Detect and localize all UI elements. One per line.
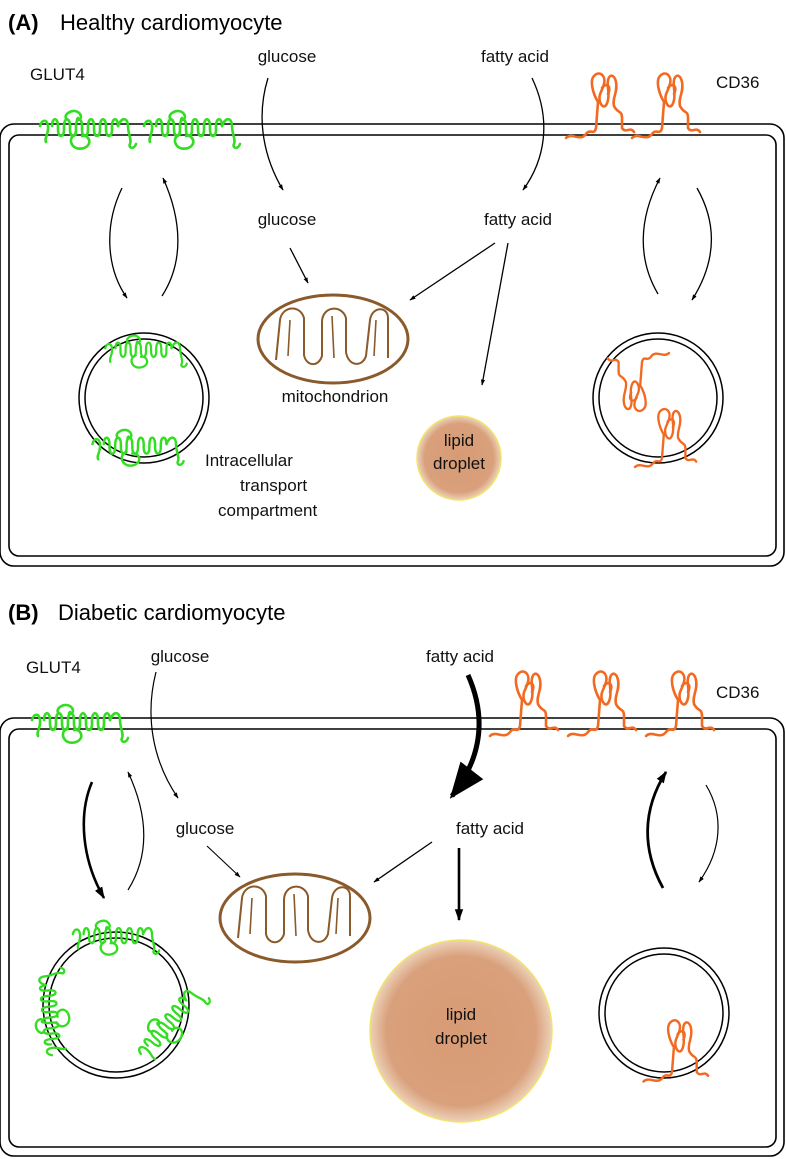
glut4-transporters-vesicle	[91, 334, 188, 467]
glut4-vesicle-b	[42, 931, 190, 1079]
panel-a: (A) Healthy cardiomyocyte GLUT4 CD36 glu…	[0, 10, 785, 567]
panel-b-title: Diabetic cardiomyocyte	[58, 600, 285, 625]
cell-membrane-inner-b	[8, 728, 777, 1148]
glut4-transporters-vesicle-b	[29, 919, 214, 1069]
glut4-recycling-arrows-b	[82, 771, 145, 900]
uptake-arrows-b	[150, 671, 484, 922]
cell-membrane-outer-b	[0, 717, 785, 1157]
glucose-outside-label: glucose	[258, 47, 317, 66]
cd36-label: CD36	[716, 73, 759, 92]
glucose-outside-label-b: glucose	[151, 647, 210, 666]
lipid-droplet-label-line2: droplet	[433, 454, 485, 473]
glut4-label: GLUT4	[30, 65, 85, 84]
lipid-droplet	[416, 415, 502, 501]
mitochondrion-b	[218, 872, 372, 964]
cd36-receptors-vesicle-b	[642, 1019, 710, 1083]
cd36-recycling-arrows-b	[646, 770, 719, 889]
fatty-acid-outside-label: fatty acid	[481, 47, 549, 66]
glut4-transporters-membrane	[38, 109, 242, 151]
compartment-label-line2: transport	[240, 476, 307, 495]
cd36-receptors-vesicle	[606, 351, 698, 469]
cd36-recycling-arrows	[642, 177, 713, 301]
lipid-droplet-label-b-line2: droplet	[435, 1029, 487, 1048]
lipid-droplet-b	[369, 939, 553, 1123]
cell-membrane-outer	[0, 123, 785, 567]
panel-a-letter: (A)	[8, 10, 39, 35]
cd36-receptors-membrane	[564, 72, 702, 140]
mitochondrion-label: mitochondrion	[282, 387, 389, 406]
glut4-transporters-membrane-b	[30, 703, 130, 745]
glut4-vesicle	[78, 332, 210, 464]
glucose-inside-label: glucose	[258, 210, 317, 229]
glucose-inside-label-b: glucose	[176, 819, 235, 838]
uptake-arrows	[261, 77, 545, 386]
cd36-vesicle	[592, 332, 724, 464]
cd36-vesicle-b	[598, 947, 730, 1079]
compartment-label-line3: compartment	[218, 501, 317, 520]
lipid-droplet-label-b-line1: lipid	[446, 1005, 476, 1024]
mitochondrion	[256, 293, 410, 385]
fatty-acid-inside-label-b: fatty acid	[456, 819, 524, 838]
fatty-acid-inside-label: fatty acid	[484, 210, 552, 229]
compartment-label-line1: Intracellular	[205, 451, 293, 470]
panel-b: (B) Diabetic cardiomyocyte GLUT4 CD36 gl…	[0, 600, 785, 1157]
glut4-recycling-arrows	[109, 177, 179, 299]
panel-a-title: Healthy cardiomyocyte	[60, 10, 283, 35]
cd36-label-b: CD36	[716, 683, 759, 702]
lipid-droplet-label-line1: lipid	[444, 431, 474, 450]
glut4-label-b: GLUT4	[26, 658, 81, 677]
panel-b-letter: (B)	[8, 600, 39, 625]
cd36-receptors-membrane-b	[488, 670, 716, 738]
cell-membrane-inner	[8, 134, 777, 557]
fatty-acid-outside-label-b: fatty acid	[426, 647, 494, 666]
